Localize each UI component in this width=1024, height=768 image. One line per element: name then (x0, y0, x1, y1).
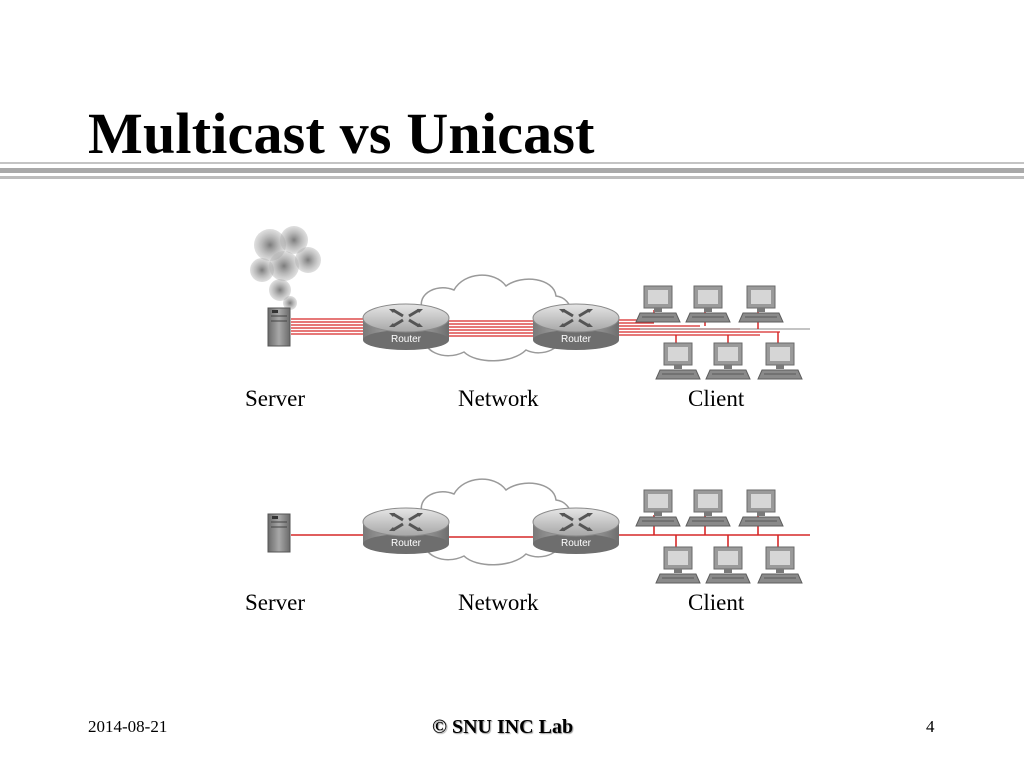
router-label: Router (561, 538, 592, 549)
client-pc-icon (635, 285, 681, 323)
client-pc-icon (685, 285, 731, 323)
footer-copyright: © SNU INC Lab (432, 716, 574, 738)
network-diagrams: Router Router Router Router (250, 226, 810, 584)
client-pc-icon (685, 489, 731, 527)
header-rule-lower (0, 176, 1024, 179)
slide-title: Multicast vs Unicast (88, 101, 595, 166)
media-source-icon (250, 226, 321, 310)
client-pc-icon (705, 546, 751, 584)
footer-date: 2014-08-21 (88, 717, 168, 736)
client-label: Client (688, 590, 745, 615)
header-rule-thick (0, 168, 1024, 173)
page-number: 4 (926, 717, 935, 736)
network-label: Network (458, 590, 539, 615)
server-icon (267, 513, 291, 553)
client-pc-icon (757, 342, 803, 380)
client-pc-icon (738, 489, 784, 527)
client-pc-icon (757, 546, 803, 584)
client-pc-icon (635, 489, 681, 527)
client-pc-icon (705, 342, 751, 380)
server-label: Server (245, 386, 306, 411)
client-label: Client (688, 386, 745, 411)
client-pc-icon (655, 546, 701, 584)
unicast-streams (291, 318, 780, 337)
multicast-diagram (267, 478, 810, 584)
client-pc-icon (655, 342, 701, 380)
server-label: Server (245, 590, 306, 615)
router-label: Router (391, 334, 422, 345)
header-rule-thin (0, 162, 1024, 164)
network-label: Network (458, 386, 539, 411)
server-icon (267, 307, 291, 347)
unicast-diagram (250, 226, 810, 380)
router-label: Router (391, 538, 422, 549)
router-label: Router (561, 334, 592, 345)
client-pc-icon (738, 285, 784, 323)
